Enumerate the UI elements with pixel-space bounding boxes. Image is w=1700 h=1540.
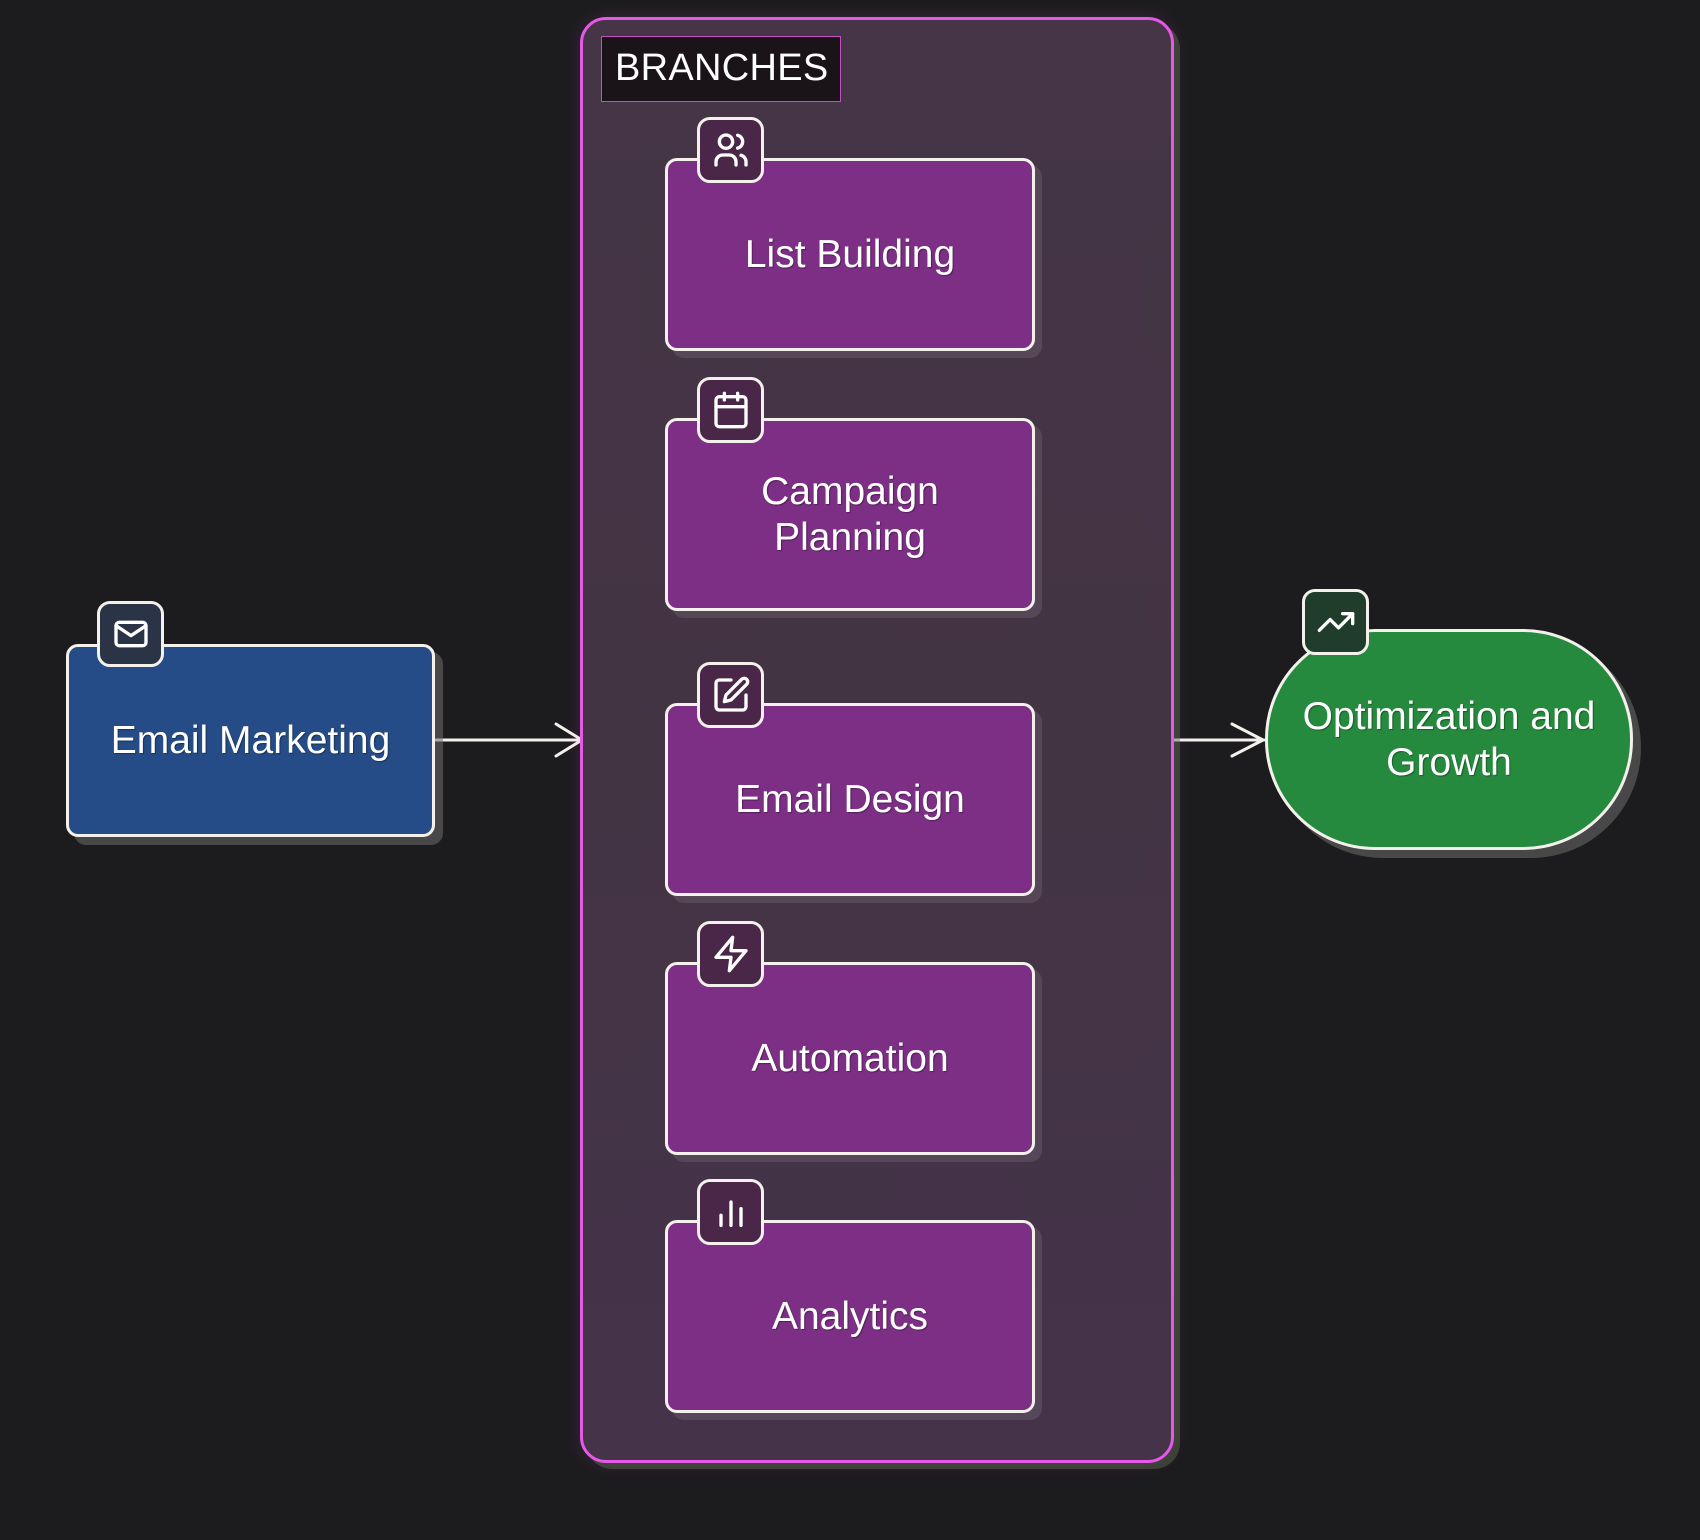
node-label: Automation: [751, 1036, 949, 1080]
zap-icon: [697, 921, 764, 987]
edit-icon: [697, 662, 764, 728]
users-icon: [697, 117, 764, 183]
node-label: Email Design: [735, 777, 965, 821]
node-campaign-planning[interactable]: Campaign Planning: [665, 418, 1035, 611]
node-optimization-and-growth[interactable]: Optimization and Growth: [1265, 629, 1633, 850]
node-label: Email Marketing: [110, 718, 391, 762]
node-email-marketing[interactable]: Email Marketing: [66, 644, 435, 837]
mail-icon: [97, 601, 164, 667]
branches-group-label: BRANCHES: [601, 36, 841, 102]
node-label: Campaign Planning: [761, 469, 939, 559]
node-automation[interactable]: Automation: [665, 962, 1035, 1155]
calendar-icon: [697, 377, 764, 443]
node-label: List Building: [744, 232, 956, 276]
node-analytics[interactable]: Analytics: [665, 1220, 1035, 1413]
edge-root-to-branches: [434, 722, 584, 758]
node-label: Analytics: [771, 1294, 929, 1338]
trending-up-icon: [1302, 589, 1369, 655]
node-email-design[interactable]: Email Design: [665, 703, 1035, 896]
edge-branches-to-outcome: [1170, 722, 1266, 758]
node-list-building[interactable]: List Building: [665, 158, 1035, 351]
bar-chart-icon: [697, 1179, 764, 1245]
node-label: Optimization and Growth: [1302, 694, 1596, 784]
